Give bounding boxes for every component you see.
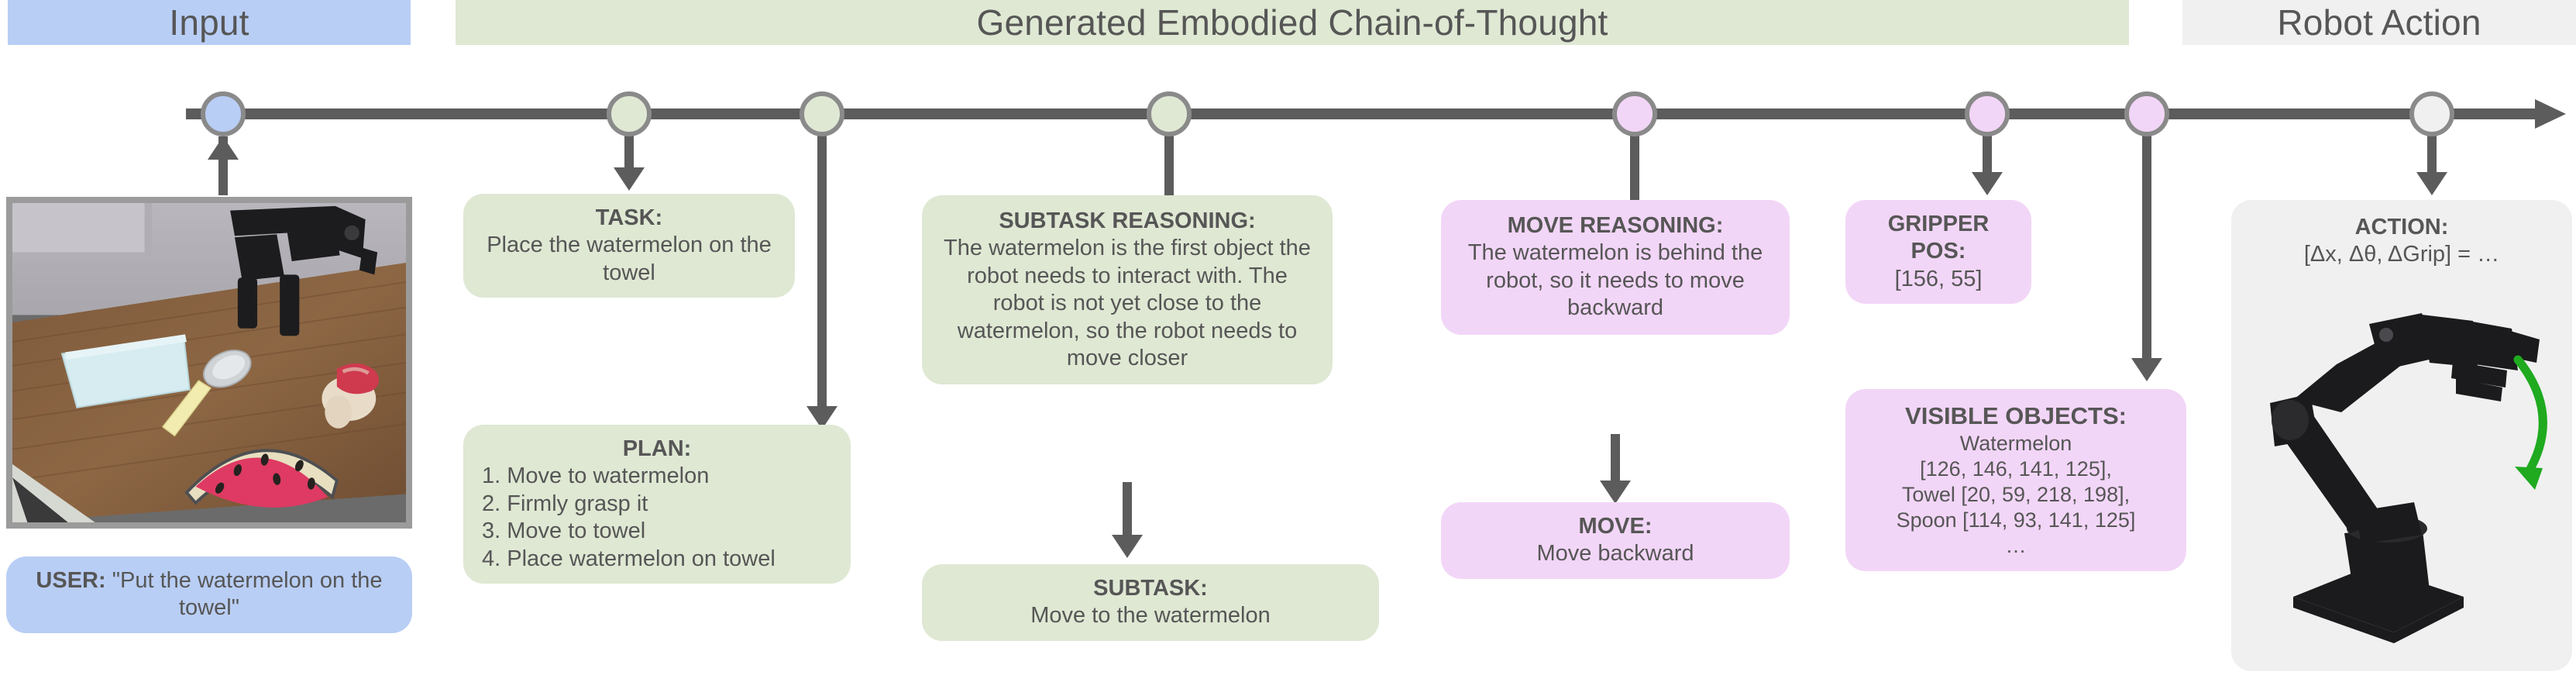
connector-gripper-pos-arrowhead-icon [1972,172,2003,195]
connector-move-reasoning [1630,133,1639,200]
card-gripper-pos: GRIPPER POS: [156, 55] [1845,200,2031,305]
card-plan-step-4: 4. Place watermelon on towel [482,546,776,571]
header-robot-action: Robot Action [2182,0,2576,45]
timeline-axis [186,109,2541,119]
card-subtask-body: Move to the watermelon [1030,603,1271,629]
connector-plan [817,133,827,420]
node-input[interactable] [201,91,246,136]
card-plan-step-1: 1. Move to watermelon [482,463,710,489]
card-visible-objects-line-1: Watermelon [1959,431,2072,455]
card-gripper-pos-title-line1: GRIPPER [1887,212,1990,236]
input-scene-photo [6,197,412,529]
motion-arrow-icon [2513,355,2547,490]
timeline-arrowhead-icon [2535,99,2566,129]
connector-action [2427,133,2437,180]
card-action-body: [Δx, Δθ, ΔGrip] = … [2303,242,2500,267]
card-visible-objects-line-5: … [2005,533,2027,557]
connector-visible-objects [2142,133,2151,366]
card-task: TASK: Place the watermelon on the towel [463,194,795,298]
connector-subtask [1123,482,1132,543]
card-action-title: ACTION: [2354,215,2449,239]
node-visible-objects[interactable] [2124,91,2169,136]
robot-arm-illustration [2270,287,2572,651]
card-move-body: Move backward [1536,541,1694,567]
card-subtask-reasoning-title: SUBTASK REASONING: [999,208,1256,233]
connector-task-arrowhead-icon [614,167,645,191]
card-move-reasoning-title: MOVE REASONING: [1507,213,1724,238]
connector-move [1611,434,1620,488]
card-gripper-pos-body: [156, 55] [1894,266,1983,291]
card-plan-step-2: 2. Firmly grasp it [482,491,648,516]
connector-move-arrowhead-icon [1600,481,1631,504]
card-plan: PLAN: 1. Move to watermelon 2. Firmly gr… [463,425,851,584]
card-user-title: USER: [36,568,106,593]
card-task-title: TASK: [595,205,663,230]
header-input: Input [8,0,411,45]
card-visible-objects-line-3: Towel [20, 59, 218, 198], [1901,482,2131,506]
card-gripper-pos-title-line2: POS: [1911,239,1966,264]
node-action[interactable] [2409,91,2454,136]
card-move-reasoning: MOVE REASONING: The watermelon is behind… [1441,200,1790,335]
node-subtask-reasoning[interactable] [1147,91,1192,136]
connector-subtask-arrowhead-icon [1112,535,1143,558]
connector-visible-objects-arrowhead-icon [2131,358,2162,381]
card-visible-objects-title: VISIBLE OBJECTS: [1905,402,2127,429]
card-task-body: Place the watermelon on the towel [487,233,772,285]
card-subtask-title: SUBTASK: [1093,576,1208,601]
card-user: USER: "Put the watermelon on the towel" [6,556,412,633]
connector-action-arrowhead-icon [2416,172,2447,195]
node-plan[interactable] [800,91,844,136]
node-move-reasoning[interactable] [1612,91,1657,136]
card-plan-title: PLAN: [622,436,692,461]
card-subtask-reasoning: SUBTASK REASONING: The watermelon is the… [922,195,1333,385]
card-move-reasoning-body: The watermelon is behind the robot, so i… [1467,240,1763,321]
card-subtask-reasoning-body: The watermelon is the first object the r… [944,236,1311,370]
header-chain-of-thought: Generated Embodied Chain-of-Thought [456,0,2129,45]
connector-input-arrowhead-icon [208,136,239,160]
card-plan-step-3: 3. Move to towel [482,518,646,544]
card-subtask: SUBTASK: Move to the watermelon [922,564,1379,641]
node-gripper-pos[interactable] [1965,91,2010,136]
card-visible-objects-line-2: [126, 146, 141, 125], [1920,456,2112,481]
card-move: MOVE: Move backward [1441,502,1790,579]
card-move-title: MOVE: [1578,514,1653,539]
card-visible-objects: VISIBLE OBJECTS: Watermelon [126, 146, 1… [1845,389,2186,571]
connector-gripper-pos [1983,133,1992,178]
node-task[interactable] [607,91,652,136]
card-visible-objects-line-4: Spoon [114, 93, 141, 125] [1896,508,2136,532]
card-user-body: "Put the watermelon on the towel" [105,568,383,621]
connector-subtask-reasoning [1164,133,1174,195]
